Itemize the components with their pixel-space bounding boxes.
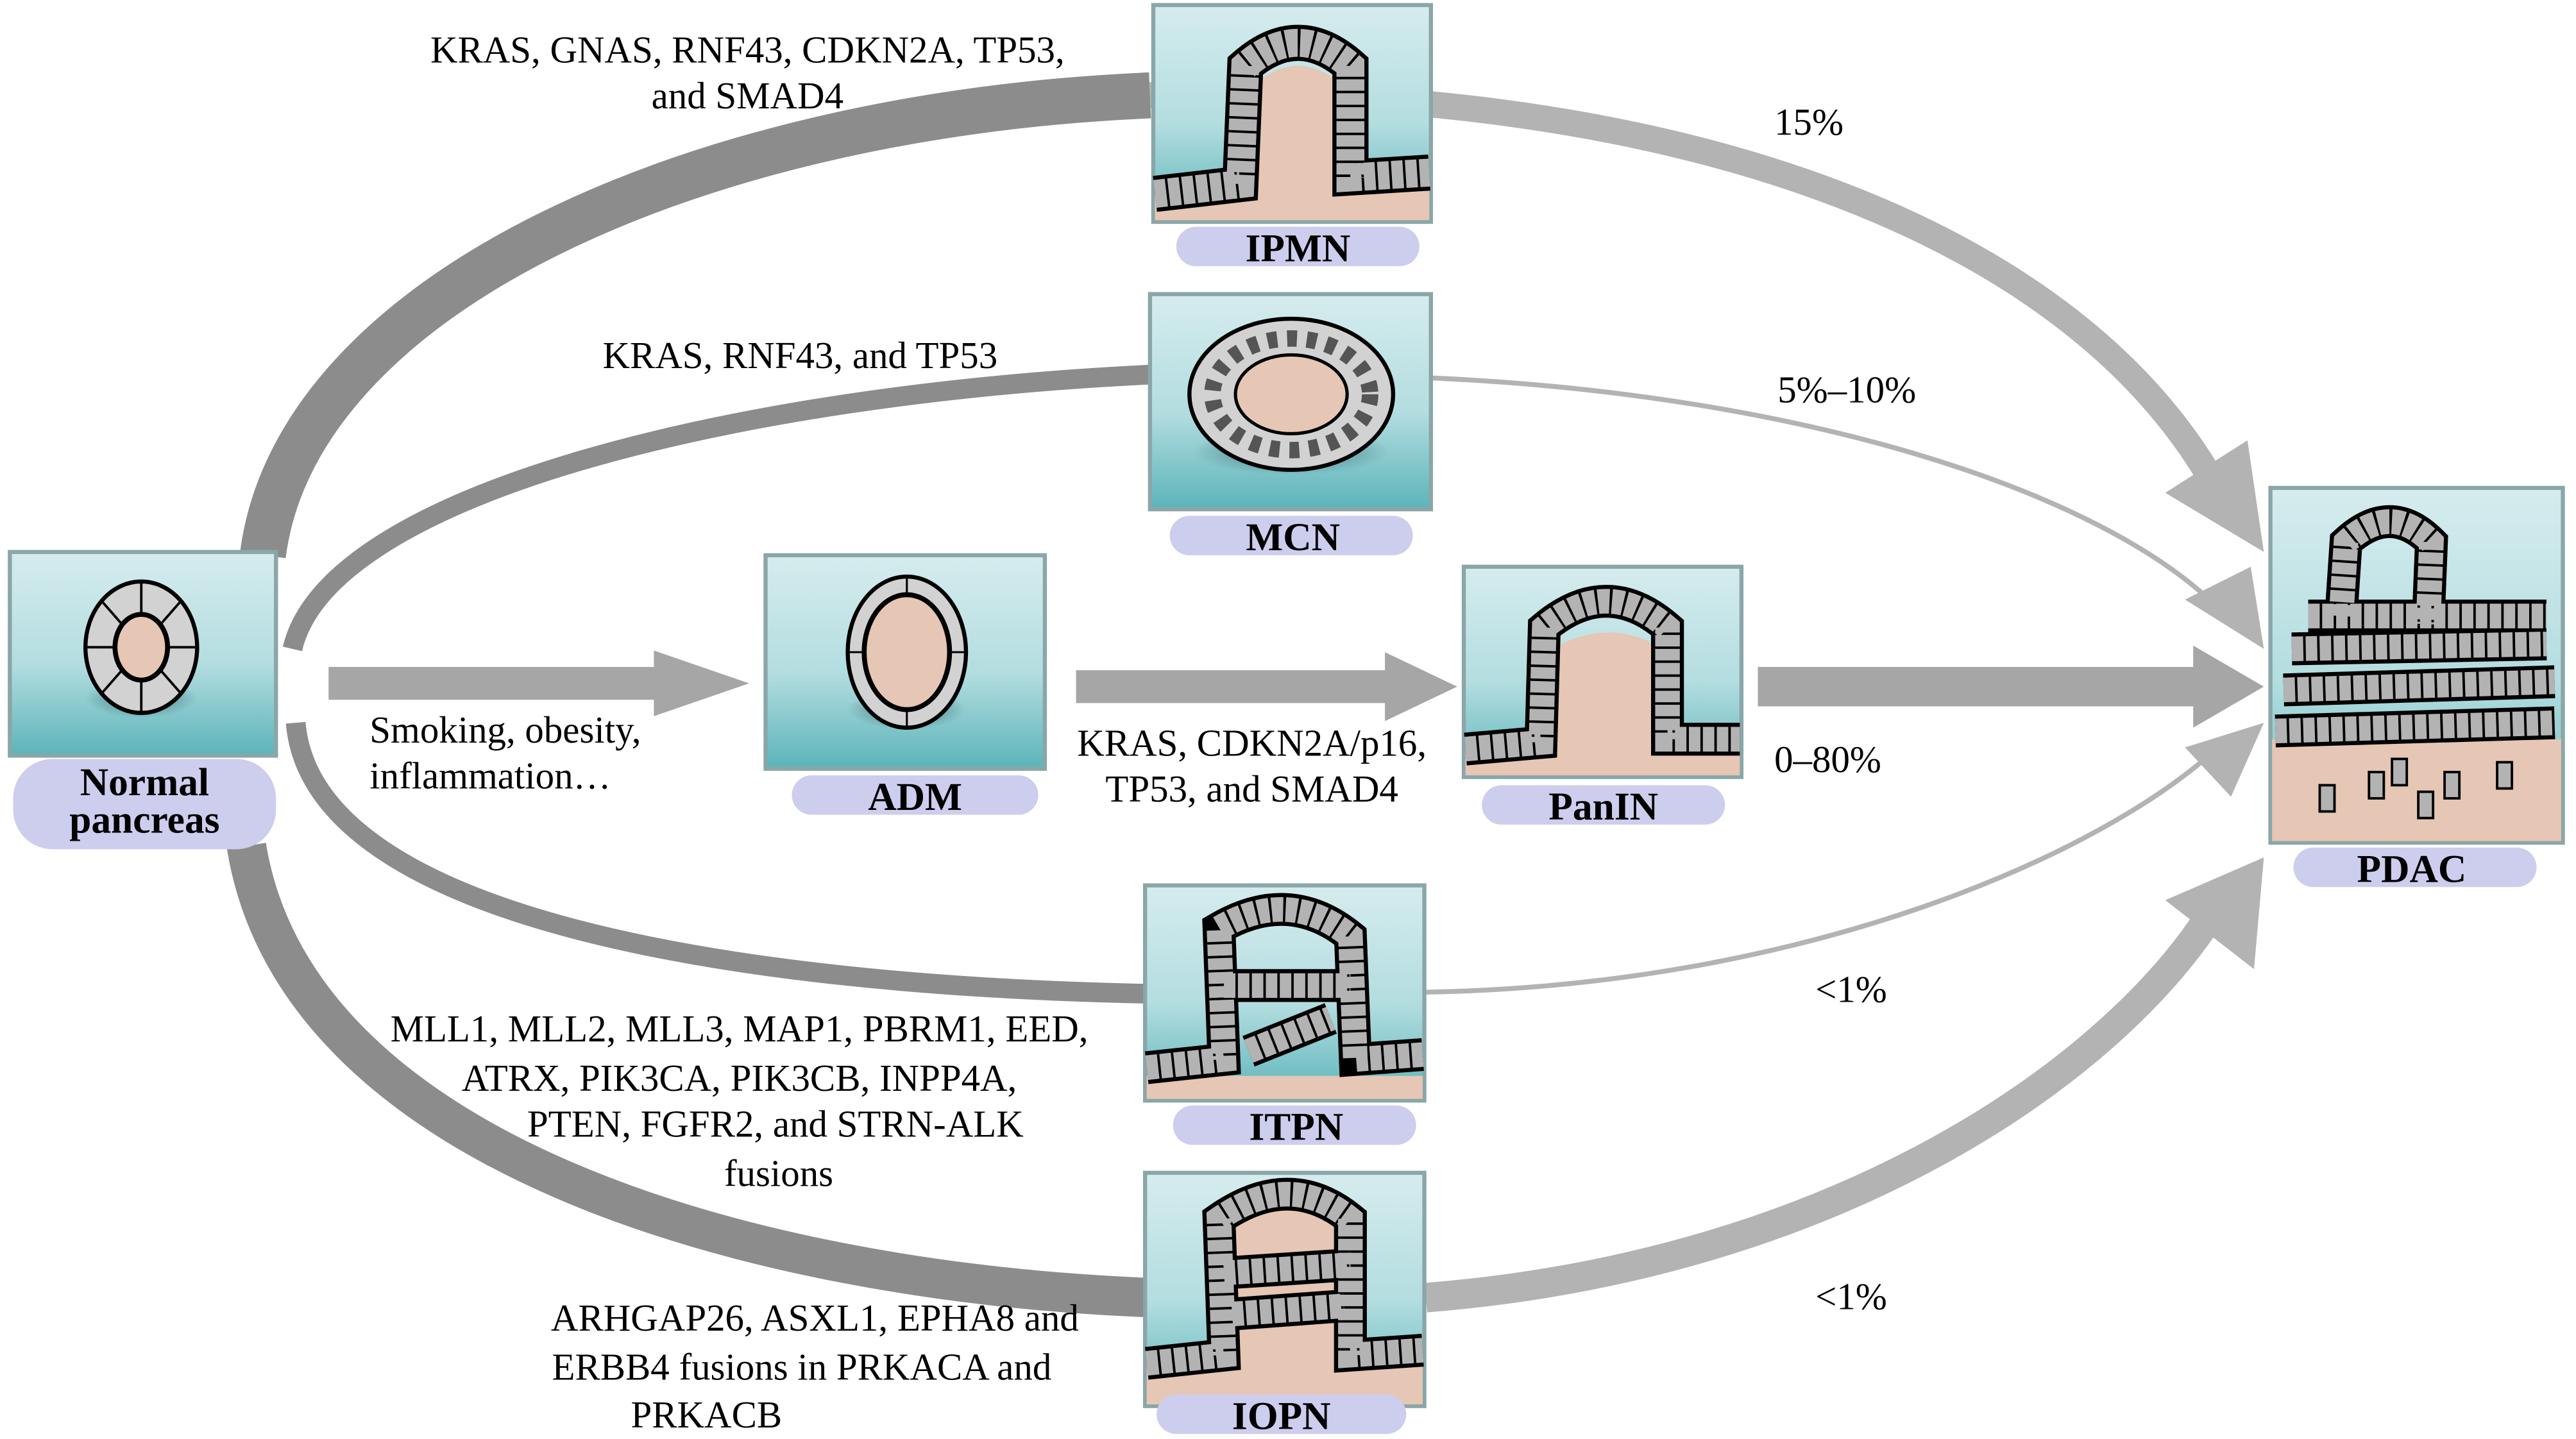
stage-itpn: ITPN xyxy=(1142,883,1427,1149)
svg-text:KRAS, CDKN2A/p16,: KRAS, CDKN2A/p16, xyxy=(1077,722,1427,764)
svg-text:KRAS, GNAS, RNF43, CDKN2A, TP5: KRAS, GNAS, RNF43, CDKN2A, TP53, xyxy=(430,29,1065,71)
stage-mcn: MCN xyxy=(1148,292,1434,559)
iopn-genes-text: ARHGAP26, ASXL1, EPHA8 and ERBB4 fusions… xyxy=(551,1297,1079,1436)
stage-adm: ADM xyxy=(763,553,1047,819)
stage-pdac: PDAC xyxy=(2268,485,2565,891)
itpn-label: ITPN xyxy=(1249,1106,1343,1149)
pdac-label: PDAC xyxy=(2357,848,2467,891)
iopn-rate: <1% xyxy=(1815,1275,1887,1317)
stage-panin: PanIN xyxy=(1461,564,1744,829)
svg-text:PRKACB: PRKACB xyxy=(631,1394,782,1436)
mcn-genes-text: KRAS, RNF43, and TP53 xyxy=(602,335,997,376)
arrow-panin-to-pdac xyxy=(1758,645,2264,728)
iopn-label: IOPN xyxy=(1232,1394,1331,1438)
itpn-genes-text: MLL1, MLL2, MLL3, MAP1, PBRM1, EED, ATRX… xyxy=(391,1008,1089,1194)
svg-text:and SMAD4: and SMAD4 xyxy=(652,75,843,117)
arrow-normal-to-adm xyxy=(328,650,749,716)
normal-pancreas-label-line2: pancreas xyxy=(69,798,219,842)
mcn-label: MCN xyxy=(1246,516,1340,559)
stage-normal-pancreas: Normal pancreas xyxy=(8,550,278,850)
svg-text:ARHGAP26, ASXL1, EPHA8 and: ARHGAP26, ASXL1, EPHA8 and xyxy=(551,1297,1079,1339)
arrow-normal-to-iopn-to-pdac xyxy=(226,843,2264,1318)
mcn-rate: 5%–10% xyxy=(1777,369,1916,411)
svg-text:MLL1, MLL2, MLL3, MAP1, PBRM1,: MLL1, MLL2, MLL3, MAP1, PBRM1, EED, xyxy=(391,1008,1089,1050)
svg-text:fusions: fusions xyxy=(724,1152,833,1194)
svg-text:inflammation…: inflammation… xyxy=(369,755,611,797)
arrow-normal-to-mcn-to-pdac xyxy=(282,364,2264,652)
adm-label: ADM xyxy=(868,775,962,819)
stage-iopn: IOPN xyxy=(1142,1170,1427,1438)
panin-genes-text: KRAS, CDKN2A/p16, TP53, and SMAD4 xyxy=(1077,722,1427,810)
svg-text:PTEN, FGFR2, and STRN-ALK: PTEN, FGFR2, and STRN-ALK xyxy=(527,1104,1024,1145)
ipmn-genes-text: KRAS, GNAS, RNF43, CDKN2A, TP53, and SMA… xyxy=(430,29,1065,117)
svg-text:ERBB4 fusions in PRKACA and: ERBB4 fusions in PRKACA and xyxy=(552,1347,1051,1388)
arrow-adm-to-panin xyxy=(1076,652,1457,721)
svg-text:TP53, and SMAD4: TP53, and SMAD4 xyxy=(1105,768,1398,810)
ipmn-label: IPMN xyxy=(1245,226,1350,270)
ipmn-rate: 15% xyxy=(1774,101,1843,143)
panin-label: PanIN xyxy=(1548,785,1658,829)
itpn-rate: <1% xyxy=(1815,969,1887,1011)
panin-rate: 0–80% xyxy=(1774,739,1881,780)
stage-ipmn: IPMN xyxy=(1151,3,1434,270)
svg-text:KRAS, RNF43, and TP53: KRAS, RNF43, and TP53 xyxy=(602,335,997,376)
normal-pancreas-label-line1: Normal xyxy=(80,761,209,804)
svg-text:Smoking, obesity,: Smoking, obesity, xyxy=(369,709,641,751)
adm-causes-text: Smoking, obesity, inflammation… xyxy=(369,709,641,797)
svg-text:ATRX, PIK3CA, PIK3CB, INPP4A,: ATRX, PIK3CA, PIK3CB, INPP4A, xyxy=(462,1057,1017,1099)
